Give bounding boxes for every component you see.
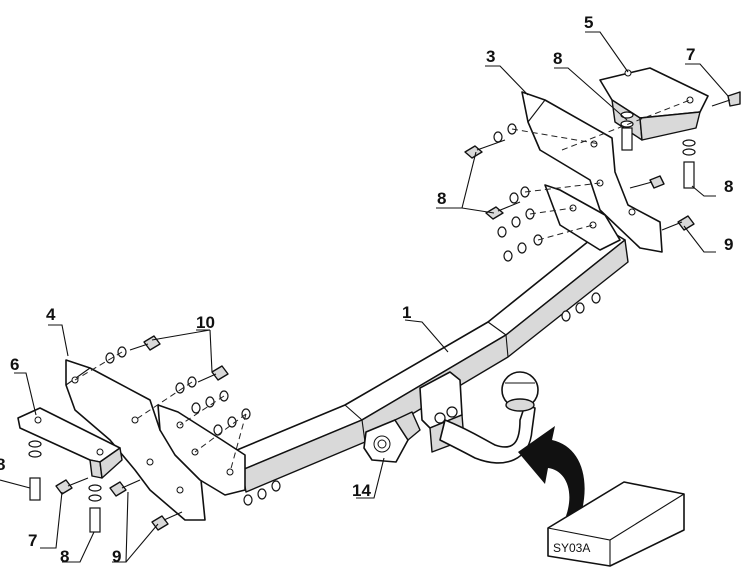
callout-8-bottom: 8: [60, 547, 69, 566]
callout-5: 5: [584, 13, 593, 32]
callout-14: 14: [352, 481, 371, 500]
callout-9-right: 9: [724, 235, 733, 254]
callout-8-top: 8: [553, 49, 562, 68]
crossbar: [224, 227, 629, 493]
top-right-bracket: [599, 67, 709, 141]
callout-8-left-upper: 8: [437, 189, 446, 208]
right-side-bracket: [521, 91, 663, 253]
curved-arrow-icon: [518, 426, 585, 518]
leader-lines: [0, 31, 729, 563]
callout-labels: 1 3 4 5 6 7 8 8 8 9 10 8 7 8 9 14: [0, 13, 733, 566]
left-lower-plate: [157, 404, 246, 496]
callout-8-left-edge: 8: [0, 455, 5, 474]
tow-ball-assembly: [419, 371, 539, 464]
callout-3: 3: [486, 47, 495, 66]
callout-6: 6: [10, 355, 19, 374]
package-box: SY03A: [547, 481, 685, 567]
callout-1: 1: [402, 303, 411, 322]
callout-4: 4: [46, 305, 56, 324]
hardware-top-right: [464, 91, 741, 322]
right-lower-plate: [544, 184, 621, 251]
left-bottom-bracket: [17, 407, 123, 479]
socket-plate: [363, 411, 421, 463]
callout-8-right: 8: [724, 177, 733, 196]
assembly-guide-lines: [74, 99, 691, 473]
callout-7-top: 7: [686, 45, 695, 64]
callout-10: 10: [196, 313, 215, 332]
callout-9-bottom: 9: [112, 547, 121, 566]
callout-7-bottom: 7: [28, 531, 37, 550]
package-box-label: SY03A: [553, 541, 590, 555]
